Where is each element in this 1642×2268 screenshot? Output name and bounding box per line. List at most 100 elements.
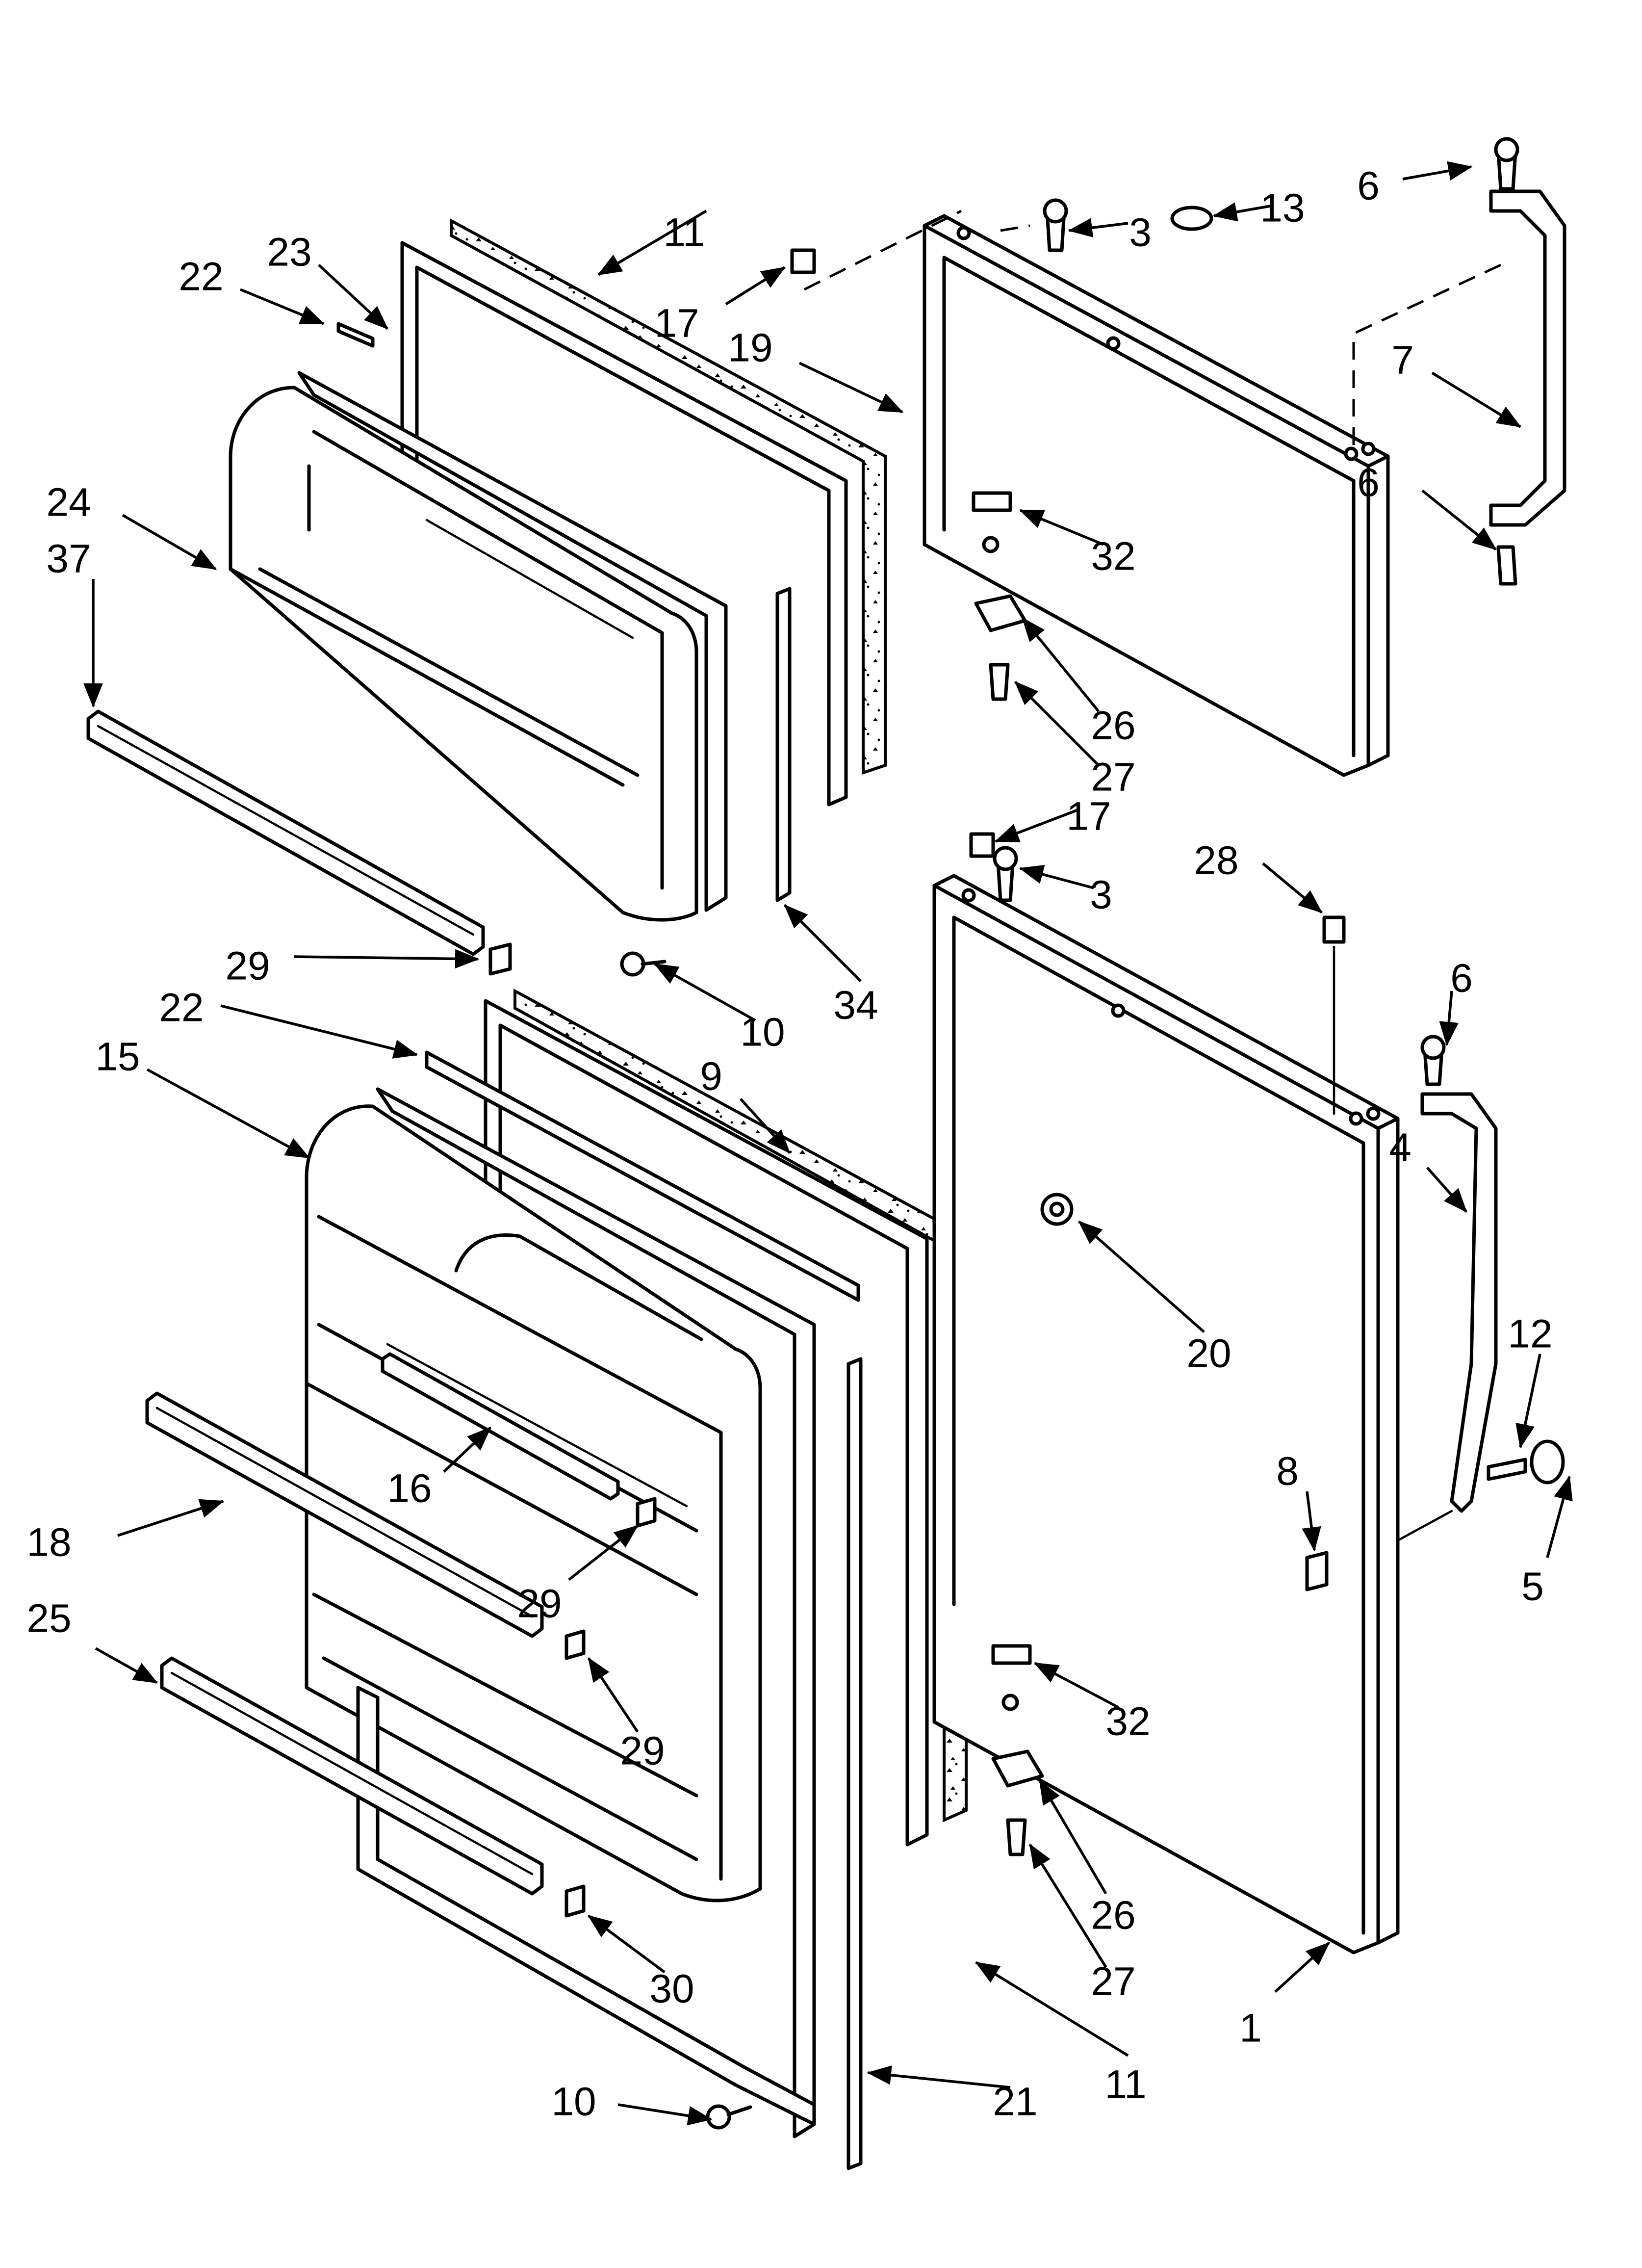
- fresh-food-clip-29-upper: [636, 1497, 657, 1528]
- fresh-food-outer-door: [932, 832, 1400, 1955]
- fresh-food-bracket: [1305, 1551, 1329, 1591]
- callout-label-c7: 7: [1391, 338, 1414, 383]
- callout-leader-c32b: [1033, 1662, 1119, 1709]
- freezer-hinge-bracket: [974, 594, 1027, 632]
- callout-leader-c10a: [653, 963, 756, 1022]
- callout-label-c28: 28: [1194, 838, 1238, 883]
- callout-label-c3a: 3: [1129, 210, 1152, 255]
- callout-label-c27a: 27: [1091, 755, 1135, 800]
- fresh-food-hinge-bracket: [991, 1749, 1044, 1788]
- callout-label-c1: 1: [1239, 2006, 1262, 2051]
- fresh-food-clip-29-lower: [564, 1629, 586, 1660]
- fresh-food-handle-end-screw: [1487, 1458, 1527, 1481]
- callout-leader-c10b: [617, 2103, 713, 2126]
- callout-leader-c7: [1431, 371, 1522, 428]
- callout-leader-c29b: [568, 1524, 639, 1581]
- callout-leaders: [83, 161, 1573, 2126]
- callout-label-c10b: 10: [551, 2080, 596, 2124]
- callout-label-c32b: 32: [1105, 1699, 1150, 1744]
- callout-leader-c30: [588, 1914, 666, 1974]
- fresh-food-lower-frame: [356, 1686, 816, 2126]
- freezer-door-liner: [229, 386, 698, 922]
- callout-label-c25: 25: [26, 1596, 71, 1641]
- callout-leader-c11b: [975, 1961, 1129, 2057]
- callout-leader-c22b: [220, 1004, 418, 1059]
- freezer-hinge-retainer-strip: [775, 587, 792, 902]
- fresh-food-retainer-bar: [425, 1050, 860, 1302]
- freezer-ring-gasket: [1170, 206, 1213, 231]
- callout-leader-c20: [1078, 1220, 1205, 1333]
- callout-leader-c4: [1426, 1167, 1468, 1213]
- callout-label-c26a: 26: [1091, 704, 1135, 748]
- callout-label-c6b: 6: [1357, 461, 1380, 505]
- callout-label-c6a: 6: [1357, 164, 1380, 209]
- callout-leader-c8: [1302, 1491, 1321, 1552]
- freezer-handle-screw-bottom: [1496, 545, 1517, 586]
- freezer-screw-10: [620, 951, 667, 977]
- callout-label-c37: 37: [46, 537, 91, 581]
- callout-label-c18: 18: [26, 1520, 71, 1565]
- callout-label-c30: 30: [649, 1967, 694, 2011]
- callout-leader-c6a: [1402, 161, 1473, 181]
- callout-label-c17a: 17: [654, 301, 699, 346]
- callout-label-c11b: 11: [1104, 2062, 1146, 2107]
- callout-label-c16: 16: [387, 1466, 432, 1511]
- callout-leader-c25: [95, 1647, 158, 1684]
- callout-label-c5: 5: [1521, 1564, 1544, 1609]
- callout-label-c13: 13: [1260, 186, 1305, 231]
- fresh-food-handle: [1420, 1092, 1498, 1513]
- callout-label-c32a: 32: [1091, 534, 1135, 579]
- callout-leader-c29c: [587, 1657, 639, 1733]
- freezer-outer-door: [790, 198, 1390, 777]
- callout-label-c23: 23: [267, 230, 311, 275]
- callout-label-c8: 8: [1276, 1449, 1299, 1494]
- freezer-shelf-clip: [488, 942, 512, 976]
- callout-leader-c23: [318, 263, 388, 330]
- fresh-food-upper-shelf: [145, 1391, 544, 1638]
- fresh-food-clip-30: [564, 1884, 586, 1918]
- callout-label-c20: 20: [1186, 1331, 1231, 1376]
- callout-leader-c27a: [1014, 681, 1100, 766]
- freezer-liner-rim: [297, 371, 728, 912]
- callout-leader-c3b: [1019, 864, 1094, 889]
- callout-leader-c22a: [239, 288, 325, 325]
- fresh-food-plug: [969, 832, 995, 858]
- fresh-food-door-stop-knob: [1040, 1193, 1074, 1226]
- callout-leader-c9: [739, 1098, 791, 1154]
- callout-label-c12: 12: [1508, 1312, 1552, 1356]
- callout-label-c15: 15: [95, 1035, 140, 1079]
- callout-leader-c5: [1546, 1475, 1573, 1558]
- callout-label-c34: 34: [833, 983, 878, 1028]
- callout-leader-c21: [867, 2065, 1011, 2089]
- callout-label-c29b: 29: [517, 1582, 562, 1626]
- callout-label-c11a: 11: [663, 210, 705, 255]
- freezer-handle-assembly: [1352, 137, 1566, 586]
- callout-label-c27b: 27: [1091, 1959, 1135, 2004]
- callout-leader-c6b: [1421, 489, 1497, 551]
- callout-label-c17b: 17: [1066, 794, 1111, 839]
- callout-leader-c1: [1274, 1941, 1330, 1993]
- callout-leader-c32a: [1019, 509, 1104, 546]
- callout-leader-c17b: [994, 808, 1079, 843]
- fresh-food-screw-10: [706, 2104, 752, 2130]
- freezer-lower-hinge: [972, 491, 1012, 512]
- callout-label-c22b: 22: [159, 986, 204, 1030]
- fresh-food-lower-shelf: [160, 1656, 544, 1896]
- freezer-retainer-bar: [336, 322, 375, 348]
- freezer-door-shelf: [86, 709, 485, 956]
- fresh-food-door-assembly: [145, 988, 968, 2170]
- fresh-food-liner-rim: [376, 1087, 816, 2138]
- callout-label-c10a: 10: [740, 1010, 785, 1055]
- callout-label-c29a: 29: [225, 944, 270, 989]
- freezer-handle: [1489, 189, 1566, 527]
- callout-leader-c34: [784, 904, 862, 982]
- fresh-food-handle-assembly: [1396, 1035, 1565, 1542]
- callout-label-c21: 21: [993, 2080, 1037, 2124]
- freezer-hinge-screw: [989, 663, 1010, 701]
- callout-label-c6c: 6: [1450, 956, 1473, 1001]
- callout-label-c22a: 22: [179, 255, 223, 299]
- callout-leader-c28: [1262, 862, 1323, 914]
- fresh-food-lower-hinge: [991, 1644, 1032, 1665]
